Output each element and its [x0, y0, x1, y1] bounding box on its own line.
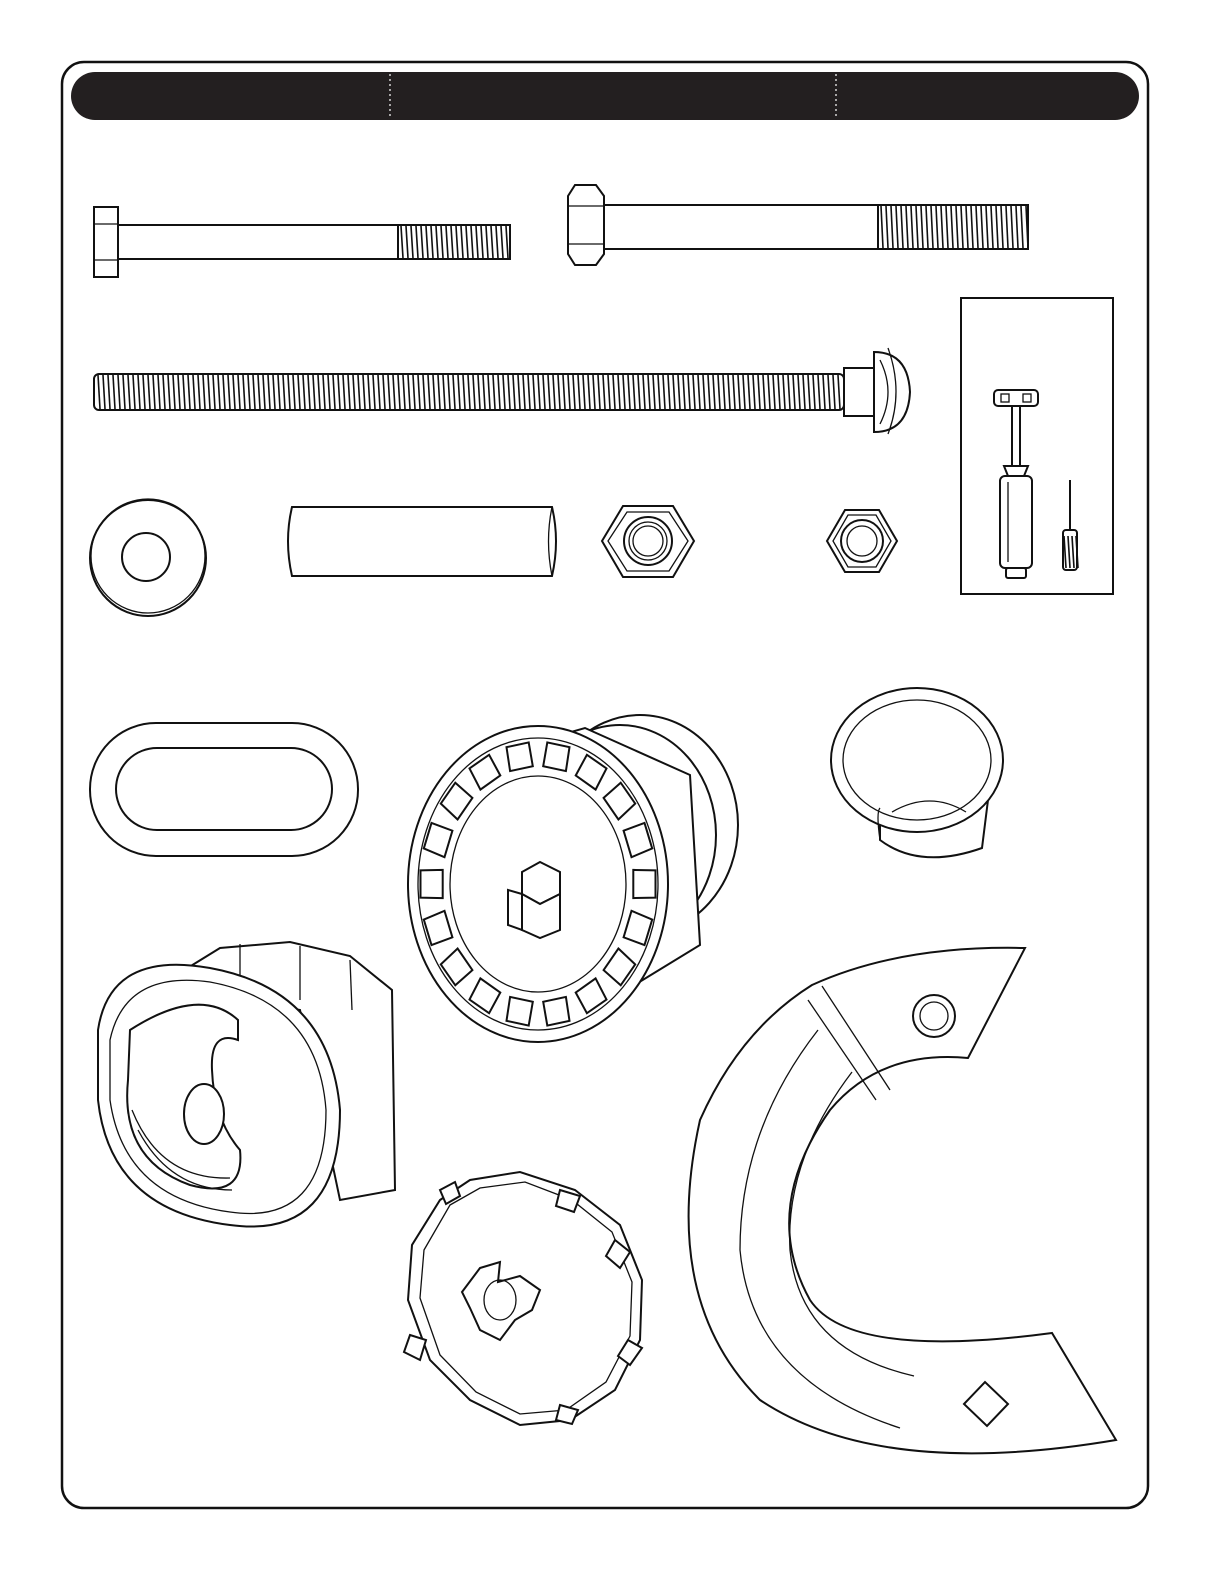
oval-ring — [90, 723, 358, 856]
ratchet-tooth — [421, 870, 443, 898]
flat-washer — [90, 499, 206, 616]
header-bar — [71, 72, 1139, 120]
ratchet-tooth — [543, 997, 569, 1026]
ratchet-tooth — [507, 997, 533, 1026]
tool-kit-pump-and-needle — [961, 298, 1113, 594]
ratchet-tooth — [633, 870, 655, 898]
hex-nut-large — [602, 506, 694, 577]
ratchet-tooth — [507, 742, 533, 771]
pole-clamp-cap — [98, 942, 395, 1227]
spacer-tube — [288, 507, 556, 576]
ratchet-tooth — [543, 742, 569, 771]
